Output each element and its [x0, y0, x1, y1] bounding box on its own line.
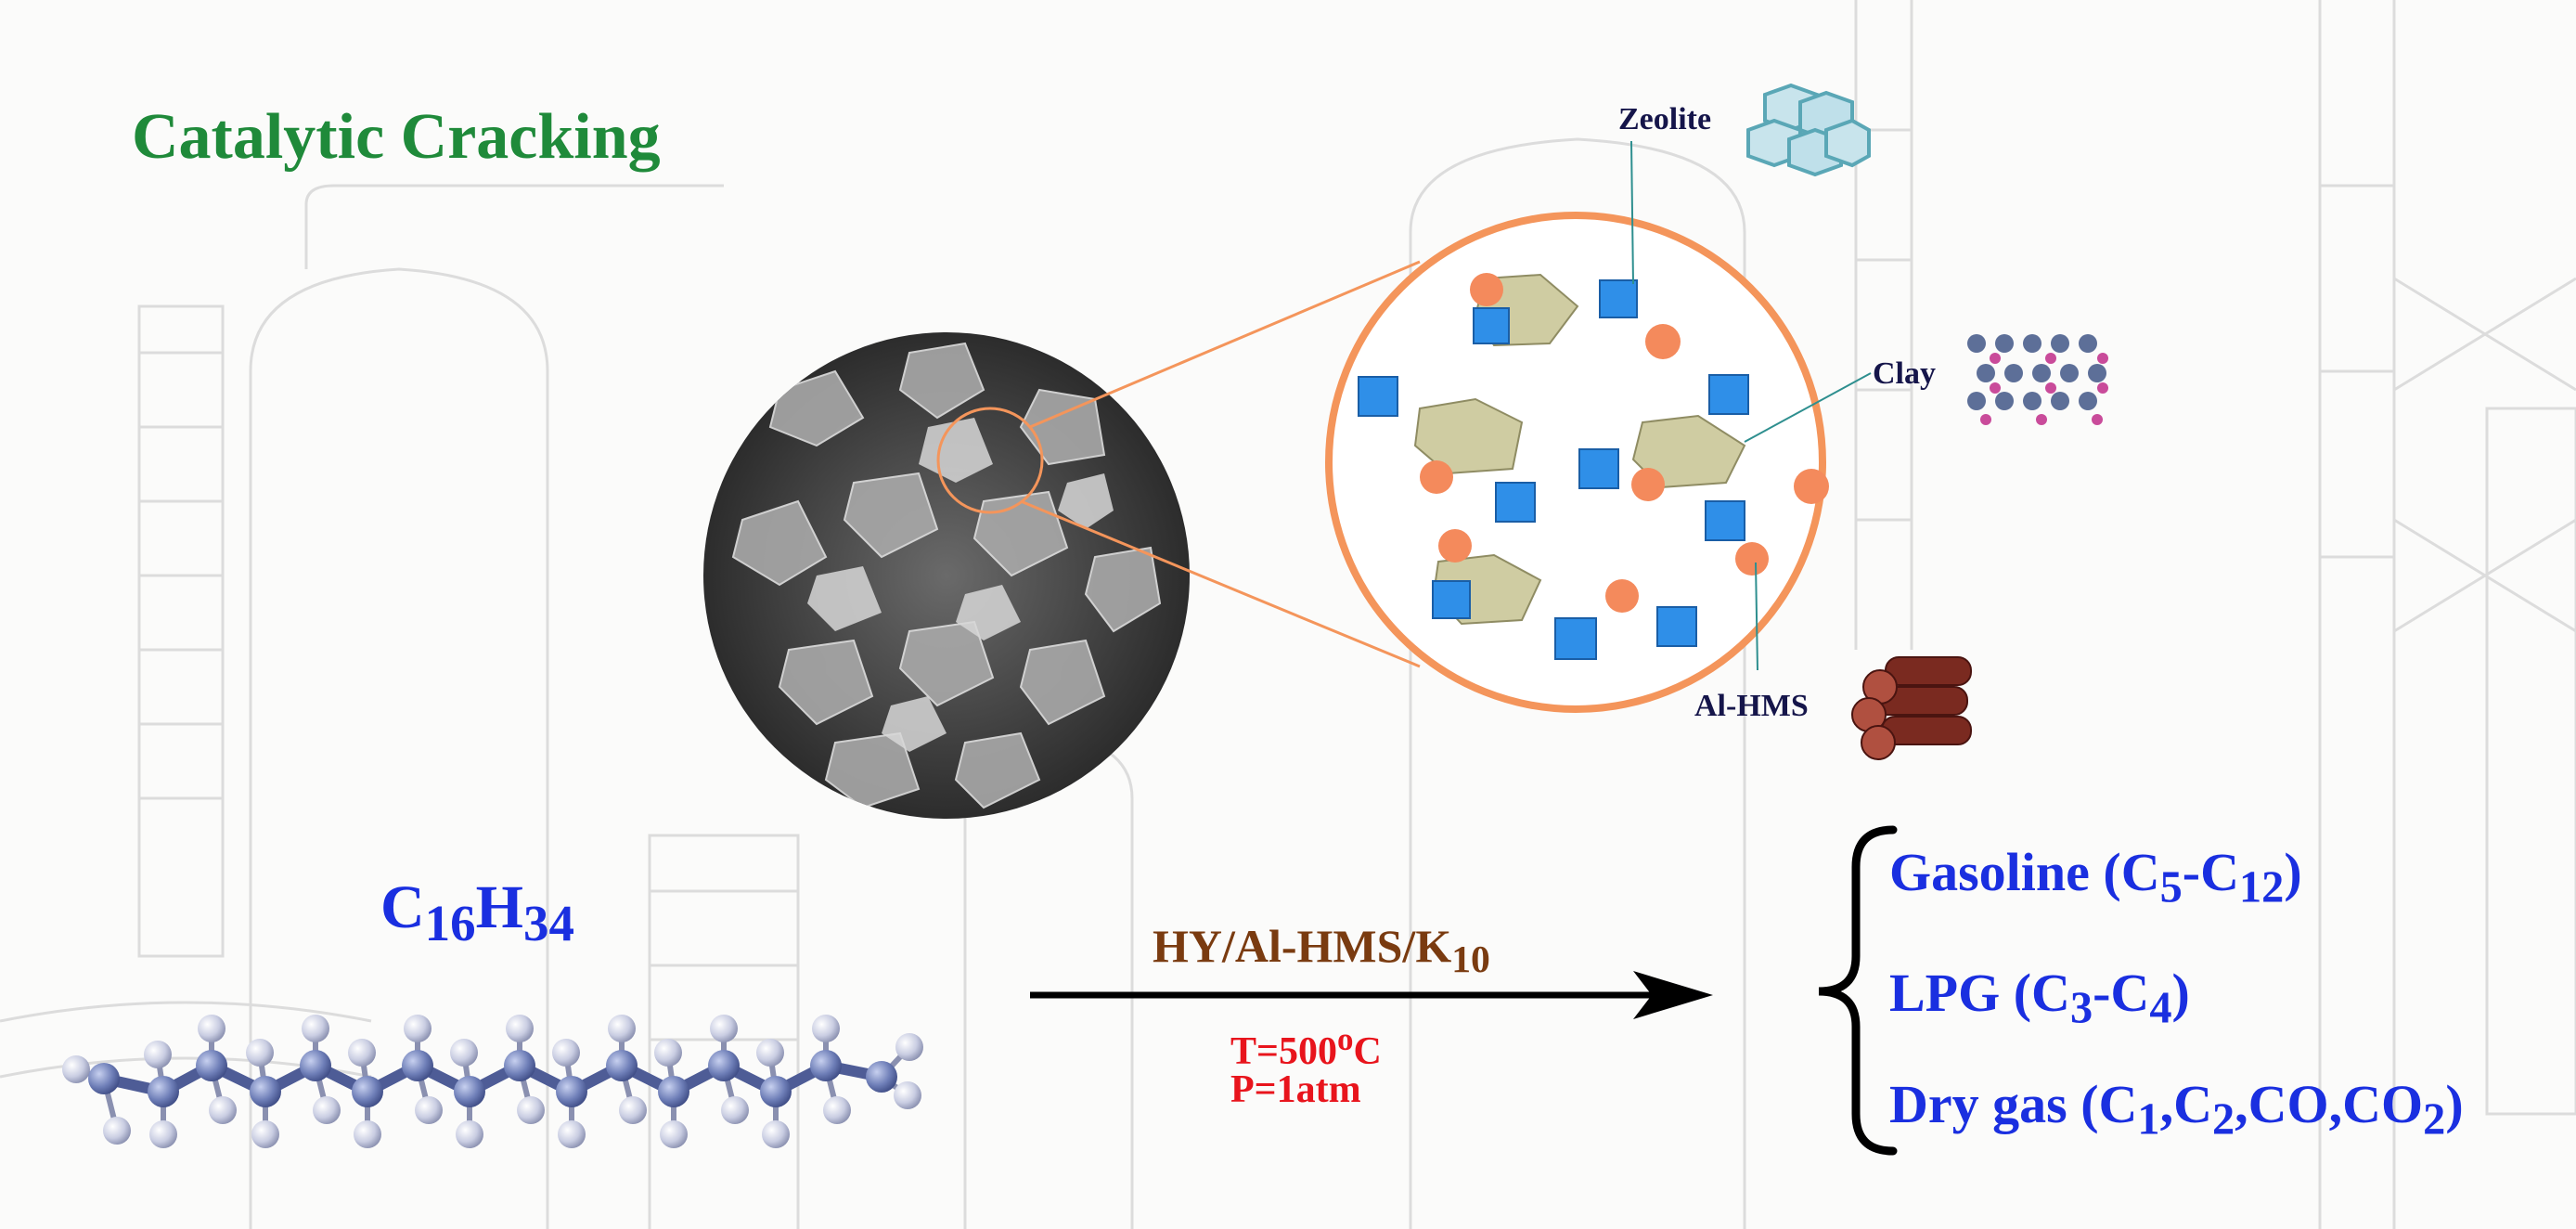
- al-hms-label: Al-HMS: [1694, 689, 1809, 723]
- layered-clay-icon: [1967, 334, 2108, 425]
- clay-sheets: [1413, 273, 1746, 626]
- zeolite-label: Zeolite: [1618, 102, 1712, 136]
- pressure-condition: P=1atm: [1230, 1068, 1361, 1111]
- reaction-arrow: [1030, 971, 1713, 1019]
- temperature-condition: T=500oC: [1230, 1021, 1382, 1073]
- catalyst-composite-view: [1325, 140, 1872, 713]
- hexadecane-ball-stick-icon: [62, 1015, 923, 1148]
- zeolite-framework-icon: [1746, 83, 1871, 177]
- product-dry-gas: Dry gas (C1,C2,CO,CO2): [1889, 1074, 2464, 1145]
- sem-micrograph: [703, 332, 1190, 819]
- zoom-line-bottom: [1020, 499, 1421, 668]
- product-gasoline: Gasoline (C5-C12): [1889, 842, 2302, 912]
- product-lpg: LPG (C3-C4): [1889, 963, 2190, 1033]
- zoom-line-top: [1029, 260, 1421, 429]
- zeolite-cubes: [1358, 279, 1749, 660]
- product-brace: [1818, 825, 1898, 1156]
- clay-label: Clay: [1873, 356, 1936, 391]
- diagram-title: Catalytic Cracking: [132, 101, 661, 173]
- reactant-formula: C16H34: [380, 873, 575, 952]
- mesoporous-rods-icon: [1851, 656, 1972, 760]
- catalyst-label: HY/Al-HMS/K10: [1153, 920, 1490, 981]
- al-hms-spheres: [1420, 273, 1829, 613]
